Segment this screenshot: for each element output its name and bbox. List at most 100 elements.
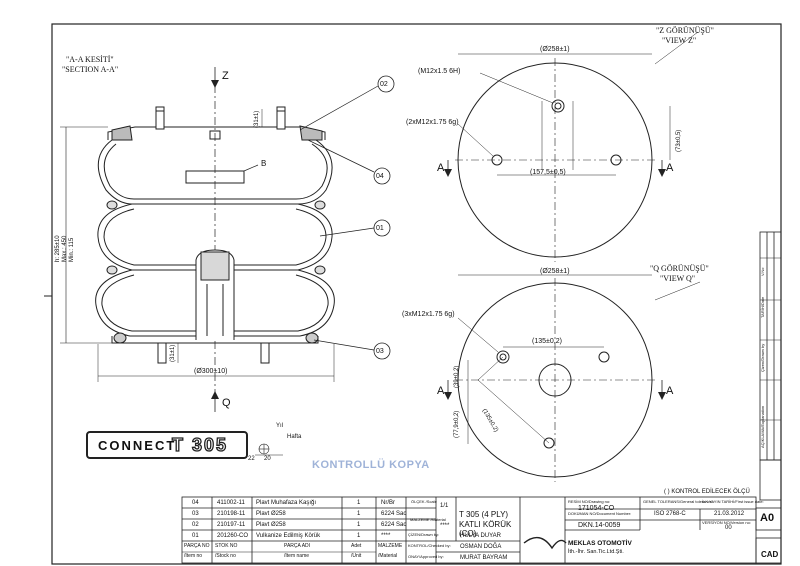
scale-value: 1/1 (440, 503, 449, 509)
material-label: MALZEME /Material (410, 517, 446, 522)
section-arrow-a-right-q: A (666, 385, 674, 397)
section-arrow-a-right: A (666, 162, 674, 174)
bom-row-stock: 210197-11 (217, 522, 246, 528)
mark-week-label: Hafta (287, 434, 302, 440)
section-aa-view (60, 67, 379, 412)
bom-row-qty: 1 (357, 522, 361, 528)
bom-header-stock-en: /Stock no (215, 553, 236, 559)
scale-label: ÖLÇEK /Scale (411, 499, 437, 504)
checked-by-label: KONTROL/Checked by: (408, 543, 451, 548)
balloon-01: 01 (376, 225, 384, 232)
dim-z-thread-center: (M12x1.5 6H) (418, 68, 461, 75)
bom-row-material: 6224 Sac (381, 522, 407, 528)
connect-brand: CONNECT (98, 438, 177, 453)
bom-row-no: 03 (192, 511, 199, 517)
bom-row-stock: 411002-11 (217, 500, 245, 506)
bom-row-no: 01 (192, 533, 199, 539)
company-logo-icon (523, 536, 567, 550)
first-issue-value: 21.03.2012 (714, 511, 745, 517)
axis-z-label: Z (222, 70, 229, 82)
bom-header-qty: Adet (351, 543, 362, 549)
dim-z-span: (157,5±0,5) (530, 169, 566, 176)
mark-number-2: 20 (264, 456, 271, 462)
bom-row-qty: 1 (357, 511, 361, 517)
company-name: MEKLAS OTOMOTİV (568, 540, 632, 547)
material-value: **** (440, 523, 450, 529)
view-z (444, 31, 699, 262)
connect-model: T 305 (171, 434, 229, 455)
balloon-03: 03 (376, 348, 384, 355)
dim-height-max: Max.: 450 (62, 235, 68, 262)
section-aa-title: "A-A KESİTİ" (66, 55, 114, 64)
balloon-02: 02 (380, 81, 388, 88)
approved-by-value: MURAT BAYRAM (460, 555, 508, 561)
bom-header-name: PARÇA ADI (284, 543, 311, 549)
dim-q-offset1: (39±0,2) (454, 365, 460, 388)
section-arrow-a-left: A (437, 162, 445, 174)
revision-header-no: V.No (760, 267, 765, 276)
bom-row-name: Vulkanize Edilmiş Körük (256, 533, 321, 539)
drawing-title: T 305 (4 PLY) KATLI KÖRÜK (CO) (459, 510, 512, 539)
bom-header-material-en: /Material (378, 553, 398, 559)
dim-q-span: (135±0,2) (532, 338, 562, 345)
dim-q-offset2: (77,9±0,2) (454, 410, 460, 438)
first-issue-label: İLK YAYIN TARİHİ/First issue date: (702, 499, 764, 504)
view-q-title: "Q GÖRÜNÜŞÜ" (650, 264, 709, 273)
view-z-title-en: "VIEW Z" (662, 36, 697, 45)
drawing-no-label: RESİM NO/Drawing no: (568, 499, 611, 504)
title-block-grid (181, 231, 782, 564)
version-label: VERSİYON NO/Version no: (702, 520, 751, 525)
bom-row-qty: 1 (357, 533, 361, 539)
dim-stud-bottom: (31±1) (170, 344, 176, 362)
bom-row-qty: 1 (357, 500, 361, 506)
control-note: ( ) KONTROL EDİLECEK ÖLÇÜ (664, 489, 750, 495)
revision-header-drawn: Çizen/Drawn by (760, 343, 765, 372)
tolerance-label: GENEL TOLERANS/General tolerance: (643, 499, 713, 504)
dim-stud-top: (31±1) (254, 110, 260, 128)
bom-row-material: Nr/Br (381, 500, 395, 506)
approved-by-label: ONAY/Approved by: (408, 554, 444, 559)
controlled-copy-stamp: KONTROLLÜ KOPYA (312, 459, 430, 471)
company-name-2: İth.-İhr. San.Tic.Ltd.Şti. (568, 549, 624, 555)
doc-no-label: DOKÜMAN NO/Document Number: (568, 511, 632, 516)
bom-row-name: Plavt Muhafaza Kaşığı (256, 500, 317, 506)
connect-logo: CONNECT T 305 (86, 431, 248, 459)
mark-year-label: Yıl (276, 423, 284, 429)
sheet-size: A0 (760, 512, 775, 524)
balloon-04: 04 (376, 173, 384, 180)
bom-header-no: PARÇA NO (184, 543, 210, 549)
bom-header-qty-en: /Unit (351, 553, 362, 559)
bom-row-material: **** (381, 533, 391, 539)
dim-z-thread-side: (2xM12x1.75 6g) (406, 119, 459, 126)
bom-row-name: Plavt Ø258 (256, 522, 286, 528)
dim-z-diameter: (Ø258±1) (540, 46, 570, 53)
bom-row-stock: 201260-CO (217, 533, 249, 539)
section-arrow-a-left-q: A (437, 385, 445, 397)
date-stamp-mark (255, 443, 283, 456)
section-aa-title-en: "SECTION A-A" (62, 65, 119, 74)
doc-no-value: DKN.14-0059 (578, 522, 621, 529)
view-z-title: "Z GÖRÜNÜŞÜ" (656, 26, 714, 35)
detail-b-label: B (261, 159, 267, 168)
bom-header-stock: STOK NO (215, 543, 238, 549)
bom-header-no-en: /Item no (184, 553, 203, 559)
drawn-by-label: ÇİZEN/Drawn by: (408, 532, 440, 537)
dim-q-diameter: (Ø258±1) (540, 268, 570, 275)
drawn-by-value: HÜLYA DUYAR (460, 533, 502, 539)
cad-label: CAD (761, 550, 779, 559)
sheet-border (51, 23, 782, 565)
tolerance-value: ISO 2768-C (654, 511, 686, 517)
bom-row-no: 02 (192, 522, 199, 528)
dim-z-offset: (73±0,5) (676, 129, 682, 152)
bom-row-stock: 210198-11 (217, 511, 246, 517)
revision-header-date: TARİH/Date (760, 296, 765, 318)
dim-q-thread: (3xM12x1.75 6g) (402, 311, 455, 318)
bom-header-material: MALZEME (378, 543, 403, 549)
view-q (444, 274, 701, 482)
bom-row-name: Plavt Ø258 (256, 511, 286, 517)
checked-by-value: OSMAN DOĞA (460, 544, 502, 550)
bom-row-material: 6224 Sac (381, 511, 407, 517)
version-value: 00 (725, 525, 732, 531)
drawing-no-value: 171054-CO (578, 505, 615, 512)
